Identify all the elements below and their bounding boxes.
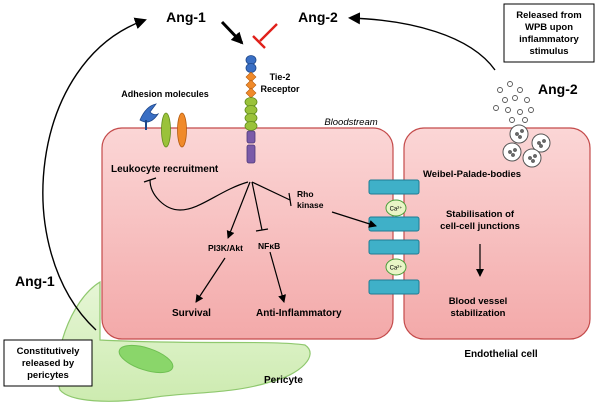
bloodstream-label: Bloodstream xyxy=(324,117,377,128)
adhesion-molecules xyxy=(139,103,187,148)
adhesion-label: Adhesion molecules xyxy=(121,89,209,99)
blood-vessel-line-1: Blood vessel xyxy=(449,296,508,307)
rho-label-line-1: Rho xyxy=(297,189,314,199)
released-ang2-vesicles xyxy=(493,81,534,123)
ang1-pericyte-arc xyxy=(42,17,147,331)
wpb-release-line-1: Released from xyxy=(516,10,581,21)
tie2-label-line-1: Tie-2 xyxy=(270,72,291,82)
ang2-top-label: Ang-2 xyxy=(298,9,338,25)
calcium-label-1: Ca²⁺ xyxy=(390,206,403,213)
pericyte-label: Pericyte xyxy=(264,375,303,386)
wpb-release-line-3: inflammatory xyxy=(519,34,579,45)
endothelial-cell-right xyxy=(403,127,591,340)
pi3k-label: PI3K/Akt xyxy=(208,243,243,253)
blood-vessel-line-2: stabilization xyxy=(451,308,506,319)
ang1-left-label: Ang-1 xyxy=(15,273,55,289)
cell-junctions xyxy=(368,179,420,295)
stabilisation-line-2: cell-cell junctions xyxy=(440,221,520,232)
stabilisation-line-1: Stabilisation of xyxy=(446,209,515,220)
wpb-release-box xyxy=(503,3,595,63)
pericyte-nucleus xyxy=(118,344,174,374)
leukocyte-label: Leukocyte recruitment xyxy=(111,164,219,175)
survival-label: Survival xyxy=(172,308,211,319)
weibel-palade-bodies xyxy=(502,124,551,168)
rho-label-line-2: kinase xyxy=(297,200,324,210)
calcium-label-2: Ca²⁺ xyxy=(390,265,403,272)
anti-inflammatory-label: Anti-Inflammatory xyxy=(256,308,342,319)
signaling-lines xyxy=(143,177,484,303)
pericyte-cell xyxy=(56,280,311,402)
weibel-label: Weibel-Palade-bodies xyxy=(423,169,521,180)
constitutive-line-2: released by xyxy=(22,358,75,369)
ang2-right-label: Ang-2 xyxy=(538,81,578,97)
constitutive-line-3: pericytes xyxy=(27,370,69,381)
constitutive-line-1: Constitutively xyxy=(17,346,81,357)
nfkb-label: NFκB xyxy=(258,241,280,251)
ang1-activation-arrow xyxy=(220,20,244,45)
tie2-label-line-2: Receptor xyxy=(260,84,300,94)
pericyte-release-box xyxy=(3,339,93,387)
ang2-inhibition xyxy=(252,23,278,49)
wpb-release-line-4: stimulus xyxy=(529,46,568,57)
endothelial-label: Endothelial cell xyxy=(464,349,538,360)
ang2-release-arc xyxy=(348,12,496,71)
tie2-receptor xyxy=(244,55,258,164)
wpb-release-line-2: WPB upon xyxy=(525,22,573,33)
ang1-top-label: Ang-1 xyxy=(166,9,206,25)
